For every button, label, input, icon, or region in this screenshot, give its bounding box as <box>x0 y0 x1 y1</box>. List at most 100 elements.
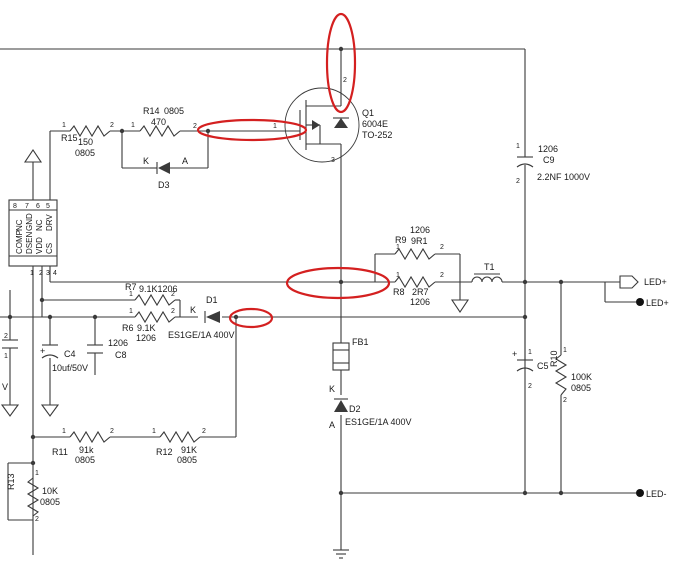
svg-text:6: 6 <box>36 203 40 210</box>
t1-inductor: T1 <box>471 262 503 283</box>
r14-resistor: 1 2 R14 0805 470 <box>131 106 208 138</box>
t1-ref: T1 <box>484 262 495 272</box>
svg-text:DSEN: DSEN <box>25 232 34 254</box>
r11-resistor: 1 2 R11 91k 0805 <box>52 428 114 465</box>
r13-ref: R13 <box>6 473 16 490</box>
c8-capacitor: 1206 C8 <box>87 338 128 360</box>
r9-ref: R9 <box>395 235 407 245</box>
controller-ic: 8 7 6 5 COMP DSEN VDD CS NC GND NC DRV 1… <box>8 199 58 277</box>
r10-pkg: 0805 <box>571 383 591 393</box>
r13-value: 10K <box>42 486 58 496</box>
r15-value: 150 <box>78 137 93 147</box>
r6-resistor: 1 2 R6 9.1K 1206 <box>122 308 176 343</box>
r11-pin2: 2 <box>110 428 114 435</box>
r14-pin2: 2 <box>193 123 197 130</box>
wires <box>0 48 636 555</box>
d1-diode: K D1 ES1GE/1A 400V <box>168 295 235 340</box>
c5-capacitor: + 1 2 C5 <box>512 317 549 390</box>
r11-value: 91k <box>79 445 94 455</box>
led-neg-pad: LED- <box>636 489 667 499</box>
d2-ref: D2 <box>349 404 361 414</box>
left-cap-pin2: 2 <box>4 333 8 340</box>
r6-pkg: 1206 <box>136 333 156 343</box>
c9-capacitor: 1 2 1206 C9 2.2NF 1000V <box>516 140 590 185</box>
r7-resistor: 1 2 R7 9.1K1206 <box>125 282 178 307</box>
r10-ref: R10 <box>549 350 559 367</box>
svg-text:CS: CS <box>45 243 54 254</box>
d3-a: A <box>182 156 188 166</box>
c9-pin2: 2 <box>516 178 520 185</box>
r14-value: 470 <box>151 117 166 127</box>
r11-pin1: 1 <box>62 428 66 435</box>
c4-ref: C4 <box>64 349 76 359</box>
c9-value: 2.2NF 1000V <box>537 172 590 182</box>
c4-capacitor: + C4 10uf/50V <box>40 344 88 417</box>
d2-diode: K A D2 ES1GE/1A 400V <box>329 384 412 430</box>
r11-pkg: 0805 <box>75 455 95 465</box>
q1-pin1: 1 <box>273 123 277 130</box>
d1-k: K <box>190 305 196 315</box>
fb1-ferrite: FB1 <box>332 337 369 371</box>
r7-ref: R7 <box>125 282 137 292</box>
r14-ref: R14 <box>143 106 160 116</box>
r10-value: 100K <box>571 372 592 382</box>
r15-pkg: 0805 <box>75 148 95 158</box>
r6-pin2: 2 <box>171 308 175 315</box>
svg-text:7: 7 <box>25 203 29 210</box>
svg-text:NC: NC <box>35 219 44 231</box>
led-pos-label: LED+ <box>644 277 667 287</box>
svg-text:1: 1 <box>30 270 34 277</box>
c9-ref: C9 <box>543 155 555 165</box>
d2-a: A <box>329 420 335 430</box>
q1-pin2: 2 <box>343 77 347 84</box>
svg-text:DRV: DRV <box>45 214 54 231</box>
highlight-annotations <box>196 12 391 329</box>
svg-text:NC: NC <box>15 219 24 231</box>
r12-pkg: 0805 <box>177 455 197 465</box>
left-cap-v: V <box>2 382 8 392</box>
q1-package: TO-252 <box>362 130 392 140</box>
junctions <box>7 46 564 496</box>
svg-text:2: 2 <box>39 270 43 277</box>
r13-pin1: 1 <box>35 470 39 477</box>
led-neg-pad-label: LED- <box>646 489 667 499</box>
r10-pin2: 2 <box>563 397 567 404</box>
d2-k: K <box>329 384 335 394</box>
fb1-ref: FB1 <box>352 337 369 347</box>
left-cap-pin1: 1 <box>4 353 8 360</box>
svg-text:+: + <box>40 346 45 356</box>
highlight-gate <box>196 118 308 142</box>
c5-ref: C5 <box>537 361 549 371</box>
r15-ref: R15 <box>61 133 78 143</box>
r8-pkg: 1206 <box>410 297 430 307</box>
r13-pkg: 0805 <box>40 497 60 507</box>
r9-pin2: 2 <box>440 244 444 251</box>
r15-pin2: 2 <box>110 122 114 129</box>
r8-resistor: 1 2 R8 2R7 1206 <box>393 272 444 307</box>
r11-ref: R11 <box>52 447 68 457</box>
c9-pin1: 1 <box>516 143 520 150</box>
d1-value: ES1GE/1A 400V <box>168 330 235 340</box>
d3-diode: K A D3 <box>143 156 188 190</box>
r9-resistor: 1 2 1206 R9 9R1 <box>394 225 444 261</box>
r10-resistor: 1 2 R10 100K 0805 <box>549 347 592 404</box>
r15-pin1: 1 <box>62 122 66 129</box>
r8-pin2: 2 <box>440 272 444 279</box>
r12-value: 91K <box>181 445 197 455</box>
ic-ground-symbol <box>23 149 43 163</box>
r9-value: 9R1 <box>411 236 428 246</box>
r8-value: 2R7 <box>412 287 429 297</box>
r6-value: 9.1K <box>137 323 156 333</box>
r15-resistor: 1 2 R15 150 0805 <box>61 122 114 158</box>
left-capacitor: 2 1 V <box>0 333 20 417</box>
r14-pin1: 1 <box>131 122 135 129</box>
r10-pin1: 1 <box>563 347 567 354</box>
highlight-d1-anode <box>228 307 274 329</box>
r6-ref: R6 <box>122 323 134 333</box>
d3-ref: D3 <box>158 180 170 190</box>
r9-pin1: 1 <box>396 244 400 251</box>
r13-resistor: 1 2 R13 10K 0805 <box>6 470 60 523</box>
svg-text:COMP: COMP <box>15 230 24 254</box>
led-pos-pad: LED+ <box>636 298 669 308</box>
